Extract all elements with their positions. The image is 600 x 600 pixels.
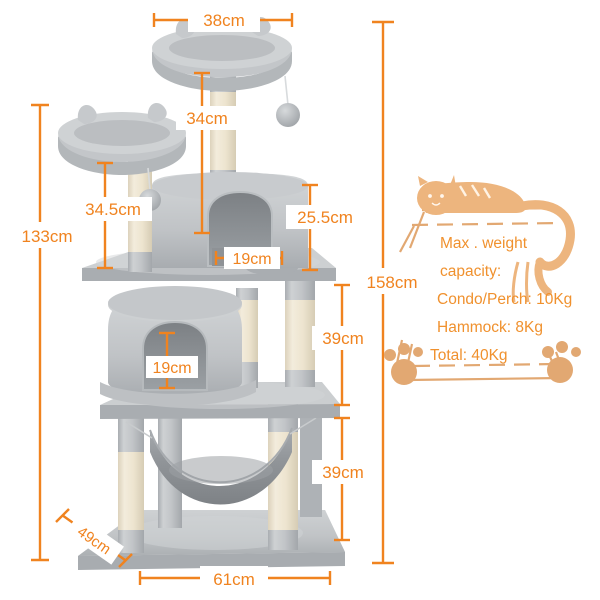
- label-base-61: 61cm: [213, 570, 255, 589]
- left-perch: [58, 103, 186, 211]
- sign-line-1: Max . weight: [440, 235, 528, 252]
- sign-line-3: Condo/Perch: 10Kg: [437, 291, 572, 308]
- lower-posts: [118, 400, 322, 553]
- dim-post-34: [194, 71, 210, 235]
- label-low-39: 39cm: [322, 463, 364, 482]
- label-top-width: 38cm: [203, 11, 245, 30]
- label-door-19-h: 19cm: [232, 251, 271, 268]
- sign-line-5: Total: 40Kg: [430, 347, 508, 364]
- cat-lying-icon: [417, 175, 575, 303]
- paw-print-icon: [542, 341, 581, 383]
- sign-line-4: Hammock: 8Kg: [437, 319, 543, 336]
- hammock: [125, 417, 317, 505]
- label-mid-39: 39cm: [322, 329, 364, 348]
- top-perch: [152, 17, 300, 127]
- dim-height-133: [31, 103, 49, 562]
- label-total-158: 158cm: [366, 273, 417, 292]
- label-height-133: 133cm: [21, 227, 72, 246]
- sign-line-2: capacity:: [440, 263, 501, 280]
- label-post-34: 34cm: [186, 109, 228, 128]
- label-post-345: 34.5cm: [85, 200, 141, 219]
- paw-print-icon: [384, 343, 423, 385]
- dimension-labels: 38cm 133cm 34cm 34.5cm 25.5cm 19cm 19cm …: [12, 8, 428, 590]
- label-condo-255: 25.5cm: [297, 208, 353, 227]
- label-door-19-v: 19cm: [152, 360, 191, 377]
